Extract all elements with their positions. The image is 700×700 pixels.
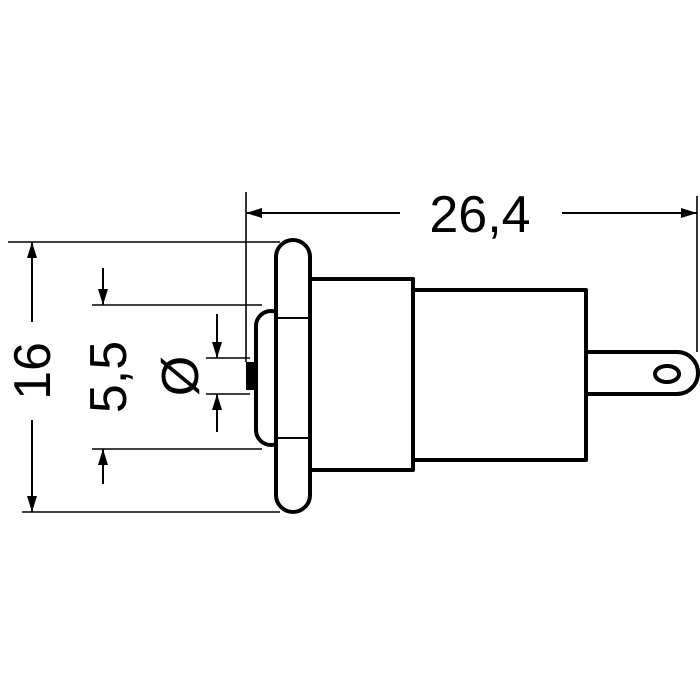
thread-arrow-top	[98, 289, 108, 305]
solder-lug	[584, 350, 700, 396]
height-arrow-bottom	[27, 496, 37, 512]
rear-cylinder	[408, 288, 588, 462]
thread-label: 5,5	[80, 341, 138, 413]
height-label: 16	[4, 342, 62, 400]
height-arrow-top	[27, 242, 37, 258]
thread-dimension: 5,5	[80, 268, 262, 484]
length-label: 26,4	[429, 186, 530, 244]
thread-arrow-bottom	[98, 449, 108, 465]
lens-tip	[246, 362, 256, 390]
solder-lug-hole	[653, 364, 681, 384]
component	[246, 238, 700, 514]
flange-nut	[274, 238, 312, 514]
length-arrow-left	[246, 208, 262, 218]
height-dimension: 16	[4, 241, 280, 513]
diameter-arrow-top	[212, 342, 222, 358]
length-dimension: 26,4	[245, 186, 698, 362]
diameter-symbol: Ø	[152, 356, 210, 396]
front-cylinder	[303, 277, 415, 472]
diameter-dimension: Ø	[152, 314, 250, 432]
length-arrow-right	[681, 208, 697, 218]
diameter-arrow-bottom	[212, 394, 222, 410]
